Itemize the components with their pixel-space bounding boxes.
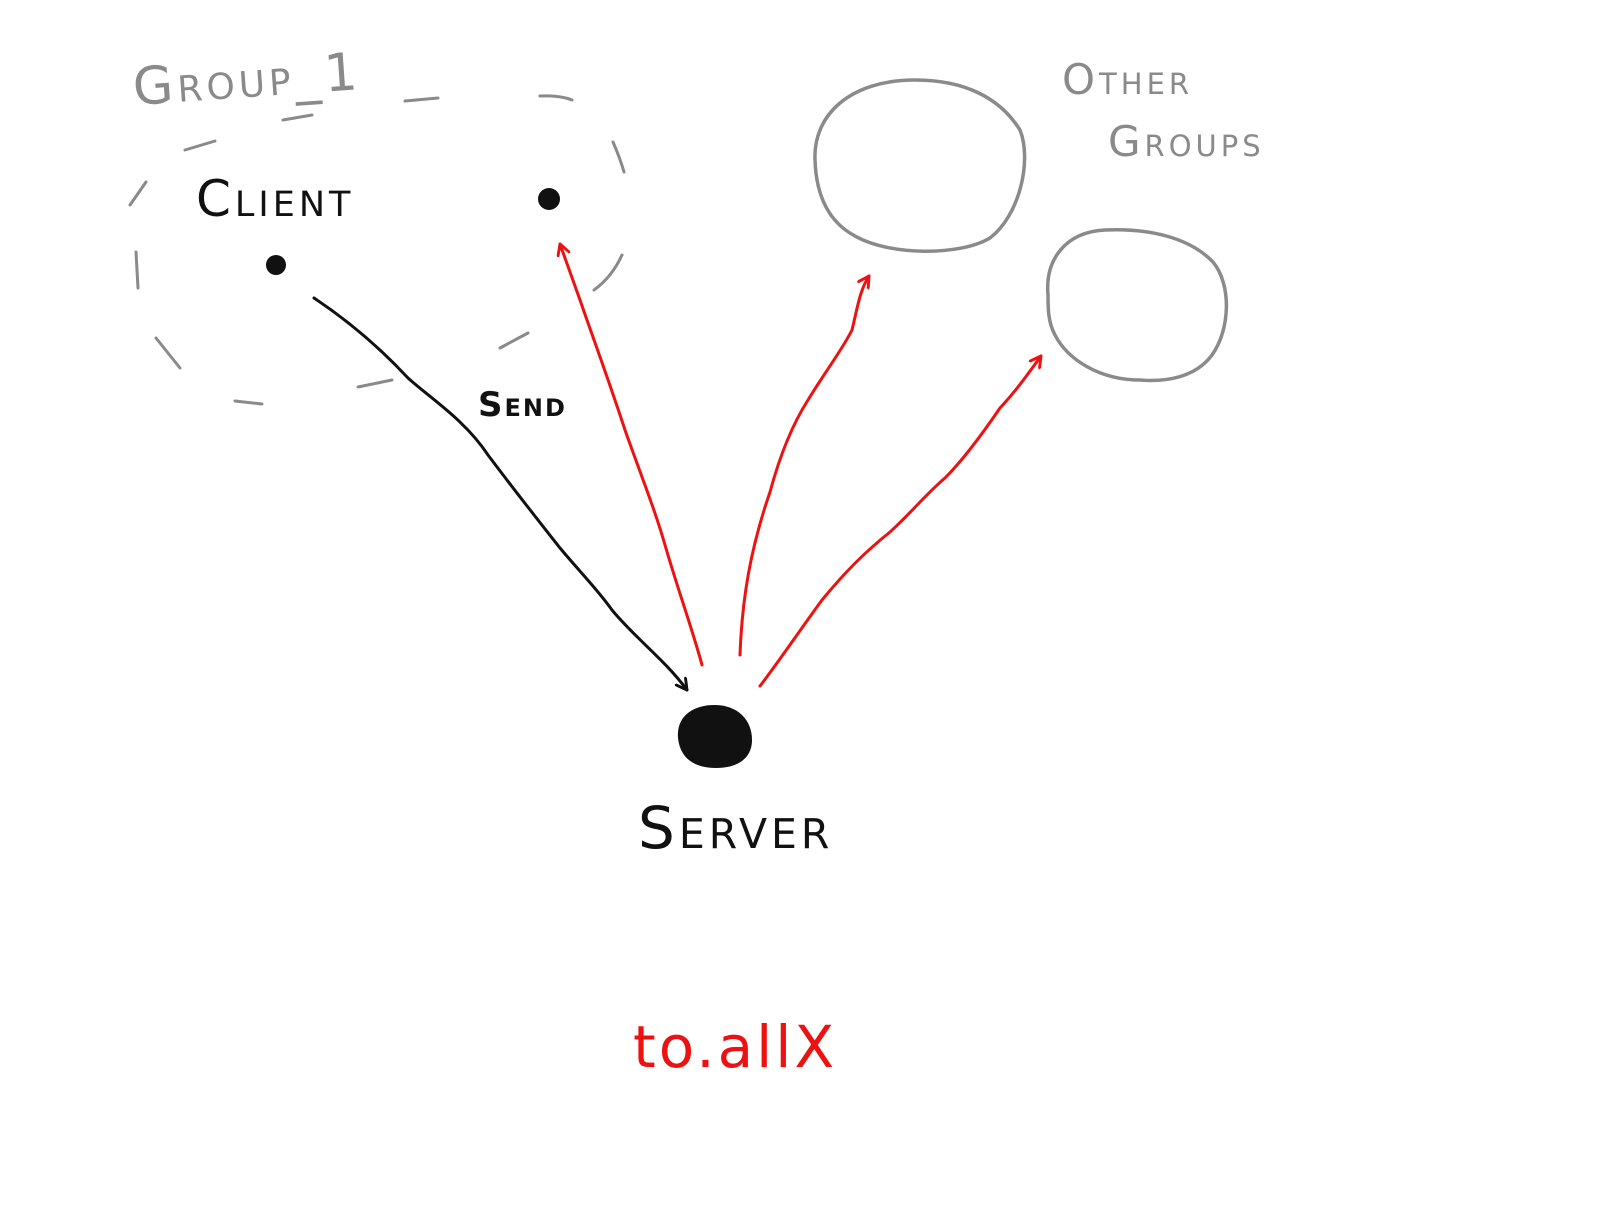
send-label: Send	[478, 385, 567, 425]
broadcast-arrow-other-group-1	[738, 274, 871, 657]
other-groups-label-line-2: Groups	[1108, 117, 1265, 166]
method-label: to.allX	[633, 1013, 838, 1081]
other-group-circle-2	[1046, 228, 1229, 383]
other-groups-label-line-1: Other	[1062, 55, 1194, 104]
group-1-boundary	[128, 94, 626, 406]
other-group-circle-1	[813, 78, 1027, 253]
client-label: Client	[196, 170, 355, 228]
server-node	[677, 705, 752, 768]
broadcast-arrow-other-group-2	[758, 354, 1043, 688]
send-arrow	[312, 296, 689, 692]
client-node	[266, 255, 286, 275]
server-label: Server	[638, 794, 834, 862]
group-member-node	[538, 188, 560, 210]
broadcast-arrow-group-member	[560, 242, 704, 667]
